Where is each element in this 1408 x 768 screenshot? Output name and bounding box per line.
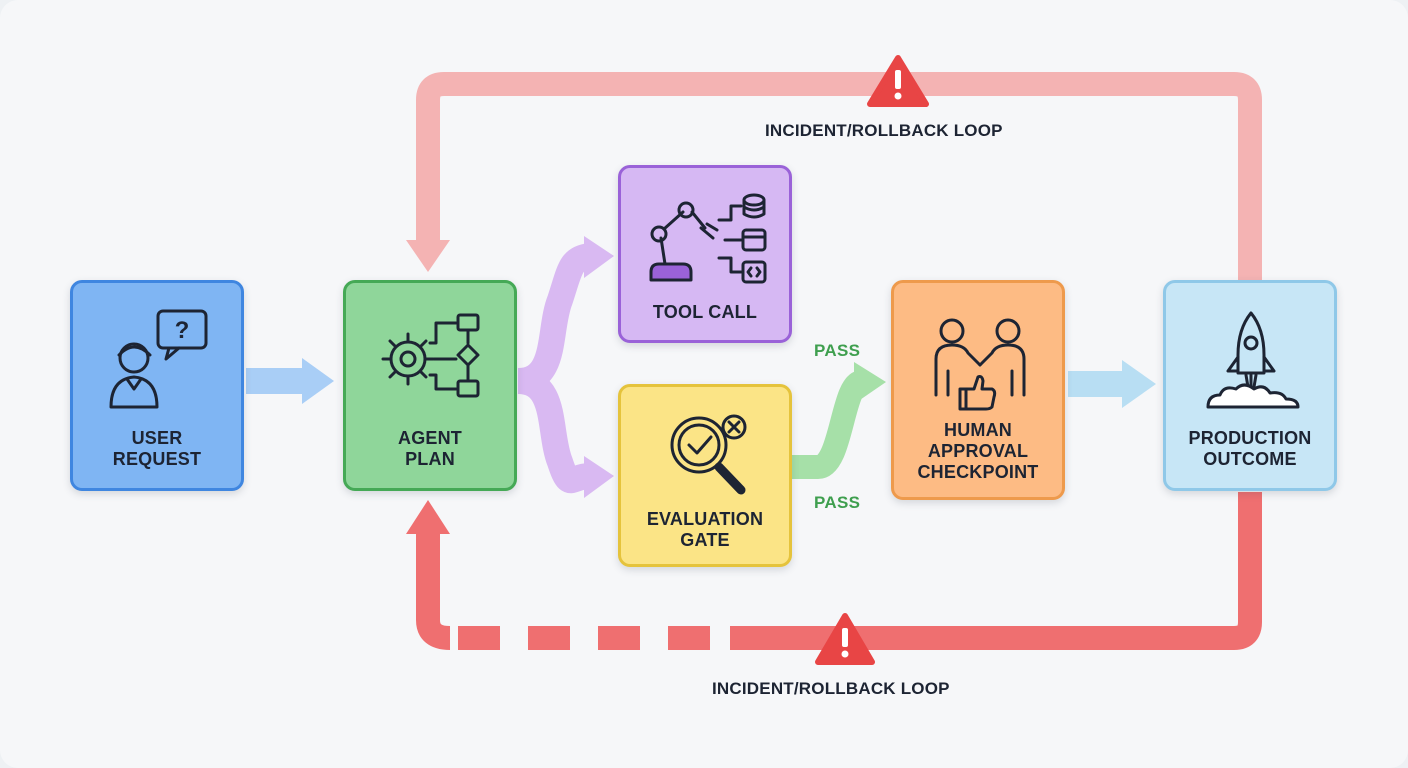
robot-arm-icon	[649, 193, 767, 284]
branch-to-tool-call-head	[584, 236, 614, 278]
node-production-outcome: PRODUCTION OUTCOME	[1163, 280, 1337, 491]
branch-to-tool-call	[516, 243, 593, 394]
node-evaluation-gate: EVALUATION GATE	[618, 384, 792, 567]
node-human-approval-label-line1: HUMAN	[944, 420, 1012, 440]
loop-top-path	[416, 72, 1262, 285]
node-user-request-label-line1: USER	[131, 428, 183, 448]
pass-arrow-head	[854, 362, 886, 404]
node-evaluation-gate-label-line2: GATE	[680, 530, 730, 550]
node-agent-plan-label-line2: PLAN	[405, 449, 455, 469]
node-tool-call: TOOL CALL	[618, 165, 792, 343]
node-production-outcome-label-line1: PRODUCTION	[1188, 428, 1312, 448]
svg-text:?: ?	[175, 317, 190, 344]
arrow-approval-to-production-head	[1122, 360, 1156, 408]
node-agent-plan-label-line1: AGENT	[398, 428, 462, 448]
warning-icon-top	[867, 55, 929, 107]
node-human-approval-label-line3: CHECKPOINT	[917, 462, 1039, 482]
arrow-user-to-plan-head	[302, 358, 334, 404]
arrow-user-to-plan-shaft	[246, 368, 306, 394]
arrow-approval-to-production-shaft	[1068, 371, 1126, 397]
loop-label-bottom: INCIDENT/ROLLBACK LOOP	[712, 679, 950, 698]
warning-icon-bottom	[815, 613, 875, 665]
branch-to-evaluation-head	[584, 456, 614, 498]
node-human-approval-label-line2: APPROVAL	[927, 441, 1029, 461]
loop-bottom-path-left	[416, 530, 451, 650]
loop-bottom-path-right	[730, 492, 1262, 650]
node-user-request: ? USER REQUEST	[70, 280, 244, 491]
node-user-request-label-line2: REQUEST	[112, 449, 202, 469]
gear-flowchart-icon	[381, 313, 480, 398]
branch-to-evaluation	[516, 368, 592, 494]
magnifier-check-icon	[670, 414, 747, 495]
node-evaluation-gate-label-line1: EVALUATION	[646, 509, 764, 529]
node-tool-call-label: TOOL CALL	[652, 302, 758, 322]
pass-label-bottom: PASS	[814, 493, 861, 512]
pass-arrow-path	[792, 370, 867, 479]
user-question-icon: ?	[109, 309, 208, 409]
pass-label-top: PASS	[814, 341, 861, 360]
handshake-approval-icon	[934, 318, 1026, 411]
rocket-launch-icon	[1206, 311, 1300, 409]
loop-label-top: INCIDENT/ROLLBACK LOOP	[765, 121, 1003, 140]
loop-top-arrowhead	[406, 240, 450, 272]
node-human-approval: HUMAN APPROVAL CHECKPOINT	[891, 280, 1065, 500]
node-agent-plan: AGENT PLAN	[343, 280, 517, 491]
node-production-outcome-label-line2: OUTCOME	[1203, 449, 1297, 469]
loop-bottom-arrowhead	[406, 500, 450, 534]
